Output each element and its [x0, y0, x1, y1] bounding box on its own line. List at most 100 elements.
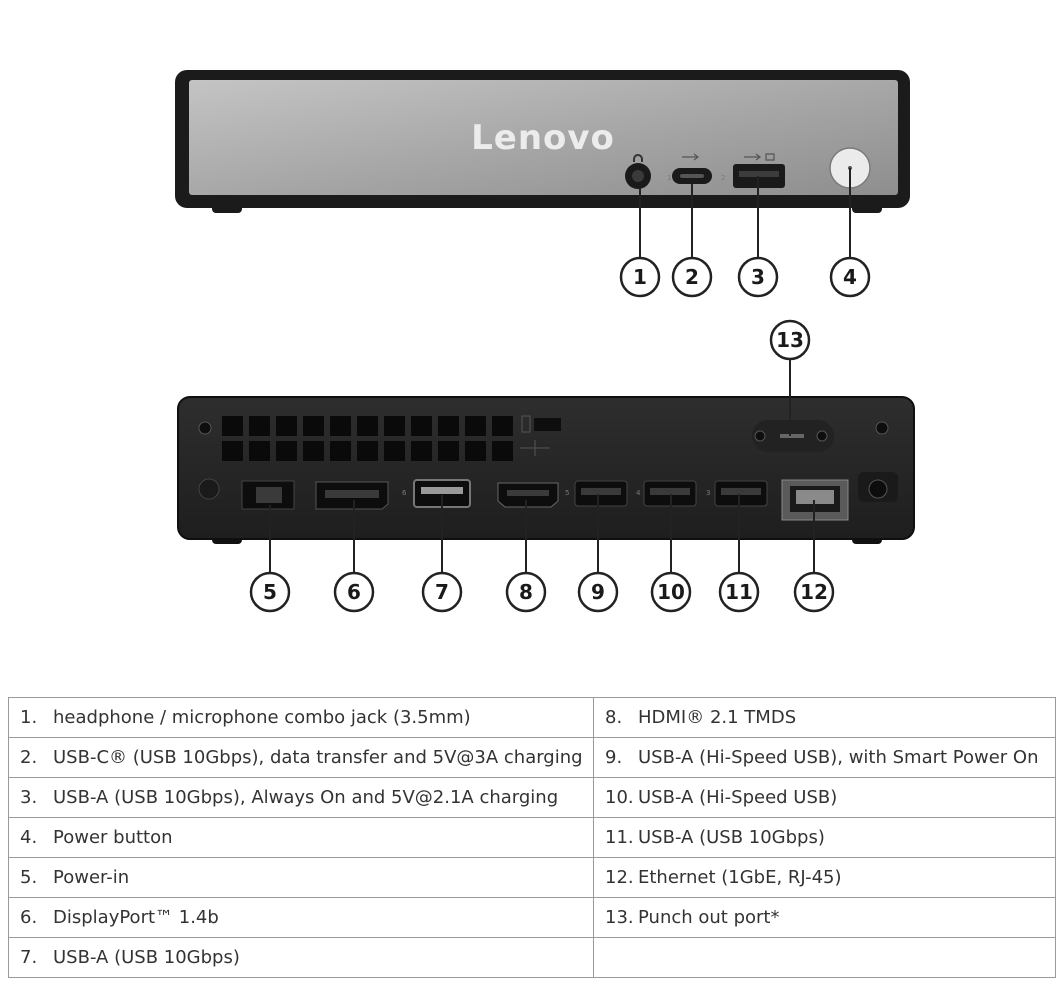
lock-slot-icon [198, 478, 220, 500]
device-diagram: Lenovo 1 2 [175, 70, 915, 613]
rear-usb-a-hi-speed-port-icon: 4 [636, 480, 697, 507]
port-legend-table: 1.headphone / microphone combo jack (3.5… [8, 697, 1056, 978]
legend-item-number: 12. [605, 867, 634, 888]
svg-text:5: 5 [565, 489, 569, 497]
vent-slot [303, 416, 324, 436]
vent-slot [222, 441, 243, 461]
legend-item-text: USB-A (USB 10Gbps) [638, 827, 825, 848]
legend-cell-right: 10.USB-A (Hi-Speed USB) [593, 777, 1056, 818]
power-in-port-icon [241, 480, 295, 510]
legend-row: 6. DisplayPort™ 1.4b 13.Punch out port* [8, 897, 1056, 938]
legend-item-text: USB-A (USB 10Gbps), Always On and 5V@2.1… [53, 787, 559, 808]
callout-number: 5 [263, 580, 277, 604]
vent-grille [222, 416, 513, 461]
legend-item-text: USB-A (USB 10Gbps) [53, 947, 240, 968]
legend-cell-left: 6. DisplayPort™ 1.4b [8, 897, 594, 938]
legend-item-text: HDMI® 2.1 TMDS [638, 707, 797, 728]
vent-slot [438, 441, 459, 461]
legend-row: 3. USB-A (USB 10Gbps), Always On and 5V@2… [8, 777, 1056, 818]
callout-circle [619, 256, 661, 298]
vent-slot [249, 416, 270, 436]
legend-item-number: 8. [605, 707, 623, 728]
callout-circle [577, 571, 619, 613]
svg-text:1: 1 [667, 174, 671, 182]
legend-item-text: USB-A (Hi-Speed USB), with Smart Power O… [638, 747, 1039, 768]
callout-number: 12 [800, 580, 828, 604]
vent-slot [276, 416, 297, 436]
legend-item-number: 10. [605, 787, 634, 808]
legend-row: 2. USB-C® (USB 10Gbps), data transfer and… [8, 737, 1056, 778]
callout-circle [718, 571, 760, 613]
callout-number: 2 [685, 265, 699, 289]
svg-text:3: 3 [706, 489, 710, 497]
callout-circle [737, 256, 779, 298]
rear-usb-a-10gbps-2-port-icon: 3 [706, 480, 768, 507]
callout-circle [650, 571, 692, 613]
hdmi-port-icon [497, 482, 559, 508]
legend-item-text: USB-A (Hi-Speed USB) [638, 787, 838, 808]
svg-text:2: 2 [721, 174, 725, 182]
vent-slot [384, 441, 405, 461]
rear-usb-a-smart-power-port-icon: 5 [565, 480, 628, 507]
vent-slot [330, 416, 351, 436]
callout-number: 13 [776, 328, 804, 352]
callout-number: 7 [435, 580, 449, 604]
legend-cell-left: 3. USB-A (USB 10Gbps), Always On and 5V@2… [8, 777, 594, 818]
legend-item-number: 13. [605, 907, 634, 928]
vent-slot [303, 441, 324, 461]
legend-item-text: Ethernet (1GbE, RJ-45) [638, 867, 842, 888]
legend-item-text: Punch out port* [638, 907, 780, 928]
callout-number: 4 [843, 265, 857, 289]
svg-text:6: 6 [402, 489, 407, 497]
rear-panel: 6 5 4 3 [177, 396, 915, 544]
vent-slot [492, 441, 513, 461]
vent-slot [222, 416, 243, 436]
callout-circle [769, 319, 811, 361]
legend-cell-left: 2. USB-C® (USB 10Gbps), data transfer and… [8, 737, 594, 778]
legend-item-number: 7. [20, 947, 38, 968]
legend-item-text: USB-C® (USB 10Gbps), data transfer and 5… [53, 747, 583, 768]
front-usb-c-port-icon: 1 [667, 153, 712, 184]
vent-slot [465, 416, 486, 436]
vent-slot [330, 441, 351, 461]
legend-item-number: 1. [20, 707, 38, 728]
legend-cell-right [593, 937, 1056, 978]
legend-cell-left: 4.Power button [8, 817, 594, 858]
legend-cell-left: 5.Power-in [8, 857, 594, 898]
vent-slot [384, 416, 405, 436]
legend-item-number: 3. [20, 787, 38, 808]
callout-number: 10 [657, 580, 685, 604]
callout-number: 8 [519, 580, 533, 604]
callout-number: 1 [633, 265, 647, 289]
callout-circle [671, 256, 713, 298]
legend-item-number: 9. [605, 747, 623, 768]
vent-slot [357, 416, 378, 436]
svg-text:4: 4 [636, 489, 641, 497]
callout-circle [421, 571, 463, 613]
vent-slot [411, 441, 432, 461]
vent-slot [276, 441, 297, 461]
vent-slot [492, 416, 513, 436]
legend-row: 1.headphone / microphone combo jack (3.5… [8, 697, 1056, 738]
vent-slot [411, 416, 432, 436]
vent-slot [465, 441, 486, 461]
legend-cell-right: 11.USB-A (USB 10Gbps) [593, 817, 1056, 858]
vent-slot [249, 441, 270, 461]
displayport-port-icon [315, 481, 389, 510]
callout-circle [505, 571, 547, 613]
callout-circle [249, 571, 291, 613]
legend-cell-right: 8. HDMI® 2.1 TMDS [593, 697, 1056, 738]
punch-out-port-icon [752, 420, 834, 452]
legend-item-number: 2. [20, 747, 38, 768]
vent-slot [357, 441, 378, 461]
legend-item-text: Power-in [53, 867, 130, 888]
callout-circle [793, 571, 835, 613]
legend-item-number: 4. [20, 827, 38, 848]
legend-item-text: DisplayPort™ 1.4b [53, 907, 219, 928]
legend-item-number: 6. [20, 907, 38, 928]
callout-number: 9 [591, 580, 605, 604]
callout-circle [829, 256, 871, 298]
front-panel: Lenovo 1 2 [175, 70, 910, 213]
